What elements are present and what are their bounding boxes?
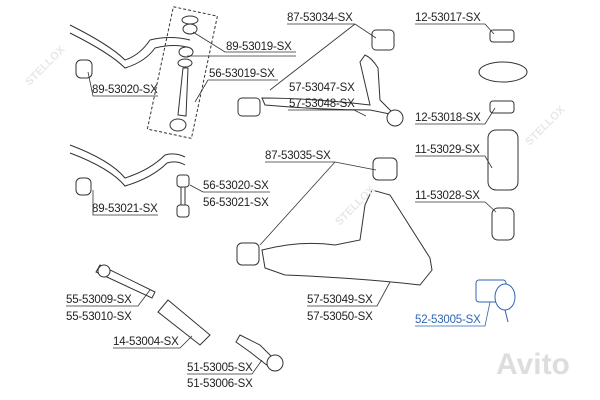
- part-label[interactable]: 57-53050-SX: [307, 311, 373, 323]
- avito-logo: Avito: [496, 348, 570, 381]
- link-56-53019: [177, 67, 189, 117]
- part-label[interactable]: 56-53019-SX: [209, 68, 275, 80]
- upper-control-arm: [261, 54, 397, 116]
- part-label[interactable]: 87-53034-SX: [287, 12, 353, 24]
- part-label[interactable]: 51-53005-SX: [187, 362, 253, 374]
- part-label[interactable]: 56-53020-SX: [203, 180, 269, 192]
- steering-boot: [157, 299, 211, 346]
- lower-control-arm: [261, 189, 433, 286]
- part-label[interactable]: 14-53004-SX: [113, 336, 179, 348]
- part-label[interactable]: 11-53028-SX: [415, 190, 480, 202]
- part-label[interactable]: 55-53010-SX: [66, 311, 132, 323]
- lower-stabilizer-bar: [69, 144, 186, 179]
- part-label[interactable]: 55-53009-SX: [66, 294, 132, 306]
- part-label[interactable]: 57-53048-SX: [289, 98, 355, 110]
- bushing-89-53021: [75, 177, 92, 196]
- part-label[interactable]: 12-53017-SX: [415, 12, 481, 24]
- ball-joint-52-53005: [475, 279, 516, 323]
- part-label-highlighted[interactable]: 52-53005-SX: [415, 314, 481, 326]
- upper-stabilizer-bar: [69, 24, 191, 61]
- part-label[interactable]: 57-53047-SX: [289, 82, 355, 94]
- part-label[interactable]: 89-53020-SX: [92, 84, 158, 96]
- part-label[interactable]: 51-53006-SX: [187, 378, 253, 390]
- inner-tie-rod: [95, 264, 156, 299]
- part-label[interactable]: 12-53018-SX: [415, 112, 481, 124]
- bump-stop-11-53029: [487, 129, 519, 191]
- part-label[interactable]: 57-53049-SX: [307, 294, 373, 306]
- part-label[interactable]: 89-53019-SX: [226, 41, 292, 53]
- part-label[interactable]: 87-53035-SX: [265, 150, 331, 162]
- bushing-89-53020: [75, 59, 93, 79]
- part-label[interactable]: 11-53029-SX: [415, 144, 480, 156]
- part-label[interactable]: 56-53021-SX: [203, 197, 269, 209]
- part-label[interactable]: 89-53021-SX: [92, 203, 158, 215]
